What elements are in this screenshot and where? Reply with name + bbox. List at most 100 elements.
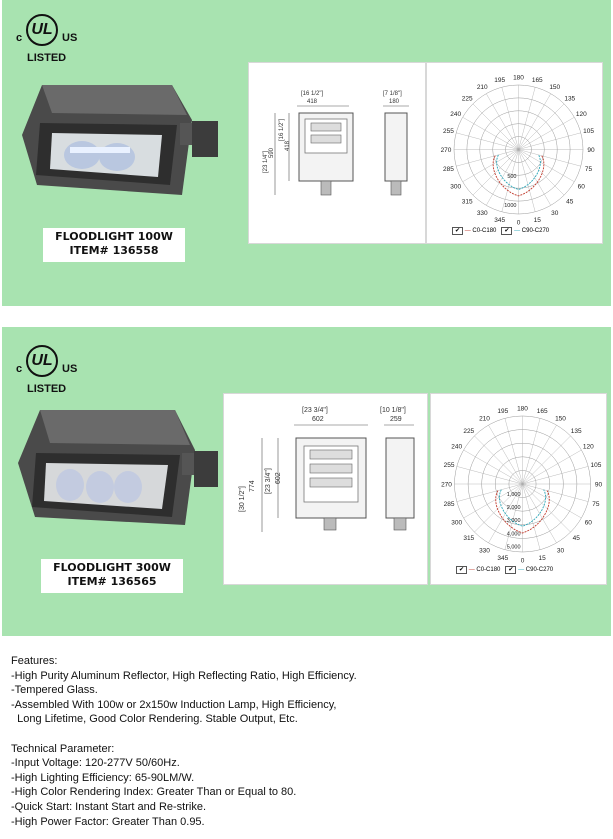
- dim-width-in: [23 3/4"]: [302, 407, 328, 414]
- product-title: FLOODLIGHT 300W: [53, 561, 171, 574]
- polar-radial-label: 1,000: [507, 492, 521, 498]
- polar-angle-label: 15: [539, 555, 547, 562]
- ul-logo-icon: UL: [26, 345, 58, 377]
- tech-line: -High Color Rendering Index: Greater Tha…: [11, 786, 297, 799]
- polar-angle-label: 75: [592, 501, 600, 508]
- dim-depth-mm: 180: [389, 99, 400, 105]
- product-title: FLOODLIGHT 100W: [55, 230, 173, 243]
- polar-angle-label: 270: [441, 147, 452, 154]
- ul-logo-icon: UL: [26, 14, 58, 46]
- polar-radial-label: 5,000: [507, 544, 521, 550]
- photometric-curve: [496, 154, 541, 190]
- tech-line: -Input Voltage: 120-277V 50/60Hz.: [11, 757, 180, 770]
- photometric-curve: [492, 155, 545, 197]
- polar-angle-label: 195: [494, 77, 505, 84]
- dim-depth-mm: 259: [390, 416, 402, 423]
- polar-angle-label: 120: [583, 444, 594, 451]
- polar-angle-label: 0: [517, 220, 521, 227]
- dim-height-in: [23 3/4"]: [265, 468, 272, 494]
- polar-angle-label: 345: [497, 555, 508, 562]
- product-panel-300w: c UL US LISTED FLOODLIGHT 300W ITEM# 136…: [2, 327, 611, 636]
- dim-total-in: [30 1/2"]: [239, 486, 246, 512]
- tech-heading: Technical Parameter:: [11, 742, 115, 755]
- polar-angle-label: 300: [450, 183, 461, 190]
- polar-angle-label: 15: [534, 217, 542, 224]
- legend-c0: C0-C180: [476, 567, 501, 573]
- product-item-number: ITEM# 136558: [69, 244, 159, 257]
- feature-line: -Tempered Glass.: [11, 684, 98, 697]
- dim-total-mm: 774: [249, 480, 256, 492]
- polar-angle-label: 345: [494, 217, 505, 224]
- polar-angle-label: 105: [590, 462, 601, 469]
- features-heading: Features:: [11, 655, 58, 667]
- polar-angle-label: 210: [477, 84, 488, 91]
- polar-angle-label: 45: [566, 198, 574, 205]
- polar-radial-label: 2,000: [507, 505, 521, 511]
- polar-angle-label: 90: [595, 482, 603, 489]
- polar-angle-label: 255: [444, 462, 455, 469]
- polar-angle-label: 165: [537, 408, 548, 415]
- product-label-100w: FLOODLIGHT 100W ITEM# 136558: [43, 228, 185, 262]
- photometric-curve: [495, 490, 550, 534]
- polar-legend: ✔ — C0-C180 ✔ — C90-C270: [456, 566, 554, 574]
- polar-angle-label: 60: [578, 183, 586, 190]
- polar-angle-label: 330: [477, 210, 488, 217]
- polar-radial-label: 4,000: [507, 531, 521, 537]
- ul-listed-mark: c UL US LISTED: [14, 345, 84, 395]
- polar-angle-label: 45: [573, 535, 581, 542]
- floodlight-300w-image: [18, 410, 218, 525]
- ul-listed-label: LISTED: [27, 383, 67, 395]
- feature-line: Long Lifetime, Good Color Rendering. Sta…: [11, 713, 298, 726]
- polar-angle-label: 255: [443, 128, 454, 135]
- polar-angle-label: 270: [441, 482, 452, 489]
- dim-height-mm: 418: [285, 140, 291, 151]
- polar-angle-label: 315: [462, 198, 473, 205]
- polar-angle-label: 330: [479, 547, 490, 554]
- polar-angle-label: 30: [551, 210, 559, 217]
- polar-angle-label: 165: [532, 77, 543, 84]
- polar-angle-label: 120: [576, 111, 587, 118]
- polar-angle-label: 225: [463, 428, 474, 435]
- dim-height-mm: 602: [275, 472, 282, 484]
- polar-radial-label: 500: [507, 174, 516, 180]
- ul-listed-label: LISTED: [27, 52, 67, 64]
- polar-angle-label: 285: [444, 501, 455, 508]
- ul-prefix: c: [16, 32, 23, 44]
- polar-angle-label: 60: [585, 520, 593, 527]
- polar-angle-label: 150: [555, 416, 566, 423]
- legend-c90: C90-C270: [525, 567, 554, 573]
- feature-line: -High Purity Aluminum Reflector, High Re…: [11, 669, 357, 682]
- floodlight-100w-image: [22, 85, 218, 195]
- dim-depth-in: [10 1/8"]: [380, 407, 406, 414]
- feature-line: -Assembled With 100w or 2x150w Induction…: [11, 698, 337, 711]
- product-panel-100w: c UL US LISTED FLOODLIGHT 100W ITEM# 136…: [2, 0, 611, 306]
- dim-height-in: [16 1/2"]: [279, 119, 285, 141]
- legend-c90: C90-C270: [521, 228, 550, 234]
- dim-depth-in: [7 1/8"]: [383, 91, 402, 97]
- dim-width-mm: 602: [312, 416, 324, 423]
- dim-width-mm: 418: [307, 99, 318, 105]
- polar-angle-label: 0: [521, 558, 525, 565]
- dim-total-in: [23 1/4"]: [263, 151, 269, 173]
- polar-angle-label: 150: [549, 84, 560, 91]
- dim-width-in: [16 1/2"]: [301, 91, 323, 97]
- polar-angle-label: 105: [583, 128, 594, 135]
- polar-radial-label: 1000: [504, 203, 516, 209]
- photometric-curve: [498, 489, 547, 527]
- polar-angle-label: 210: [479, 416, 490, 423]
- polar-angle-label: 315: [463, 535, 474, 542]
- polar-angle-label: 300: [451, 520, 462, 527]
- polar-angle-label: 90: [587, 147, 595, 154]
- polar-angle-label: 240: [450, 111, 461, 118]
- legend-c0: C0-C180: [472, 228, 497, 234]
- features-section: Features: -High Purity Aluminum Reflecto…: [11, 654, 357, 829]
- product-item-number: ITEM# 136565: [67, 575, 157, 588]
- polar-angle-label: 225: [462, 96, 473, 103]
- dim-total-mm: 590: [269, 147, 275, 158]
- polar-angle-label: 240: [451, 444, 462, 451]
- polar-angle-label: 75: [585, 166, 593, 173]
- tech-line: -Quick Start: Instant Start and Re-strik…: [11, 800, 207, 813]
- polar-angle-label: 30: [557, 547, 565, 554]
